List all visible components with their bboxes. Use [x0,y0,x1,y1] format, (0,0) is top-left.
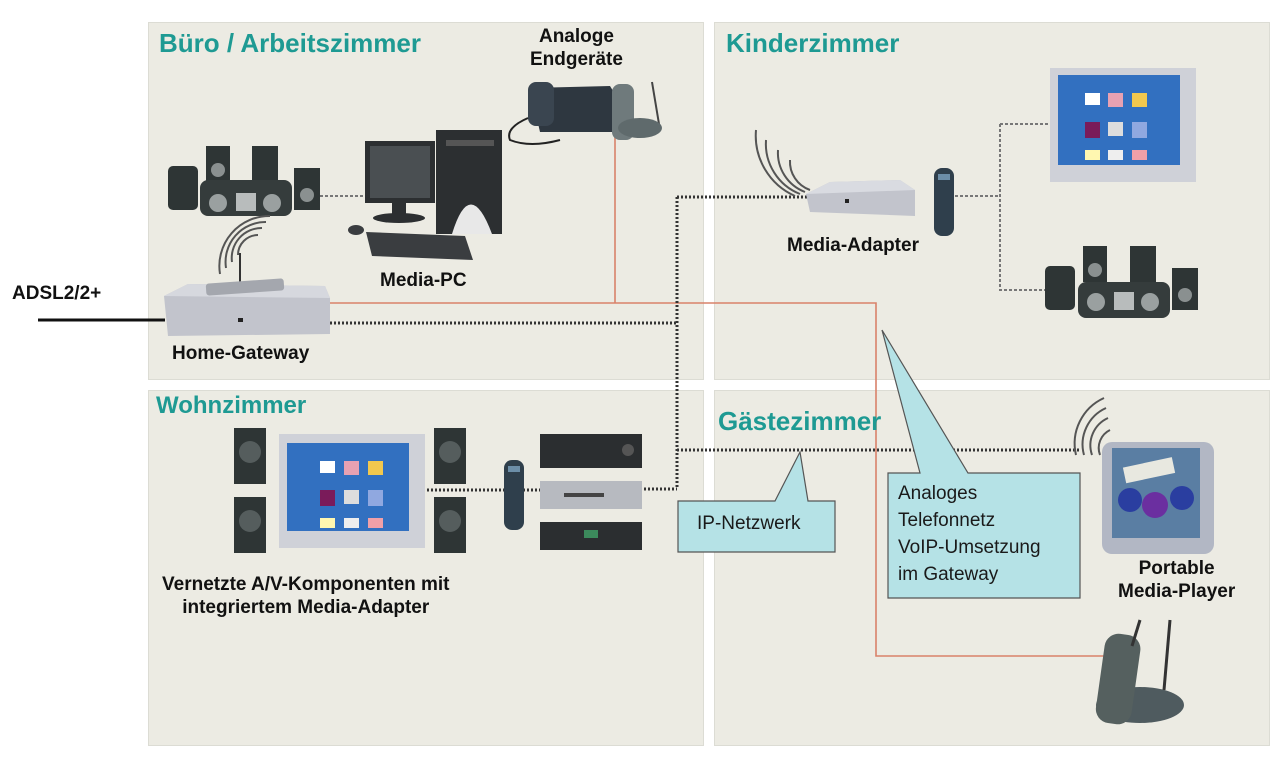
analog-phone-callout [881,329,1081,599]
home-gateway-label: Home-Gateway [172,343,310,364]
media-pc-icon [348,130,502,260]
av-components-line1: Vernetzte A/V-Komponenten mit [162,574,450,595]
portable-media-player-icon [1102,442,1214,554]
analog-phone-line1: Analoges [898,483,978,504]
portable-player-line1: Portable [1138,558,1215,579]
living-tv-icon [279,434,425,548]
player-wifi-icon [1073,397,1111,456]
portable-player-label: Portable Media-Player [1118,558,1235,604]
av-components-line2: integriertem Media-Adapter [182,596,430,618]
adsl-input-label: ADSL2/2+ [12,283,102,304]
living-remote-icon [504,460,524,530]
analog-endpoints-line1: Analoge [538,26,614,47]
ip-network-callout [677,450,836,553]
vcr-icon [540,481,642,509]
living-speaker-cones [239,441,461,532]
dvd-recorder-icon [540,522,642,550]
av-components-label: Vernetzte A/V-Komponenten mit integriert… [162,574,450,620]
analog-phone-line4: im Gateway [898,563,999,585]
analog-endpoints-line2: Endgeräte [530,48,623,70]
analog-phone-line2: Telefonnetz [898,509,996,531]
av-receiver-icon [540,434,642,468]
gateway-wifi-icon [218,214,271,285]
room-title-guest: Gästezimmer [718,406,882,436]
portable-player-line2: Media-Player [1118,580,1236,602]
local-links [320,123,1050,291]
analog-phone-line3: VoIP-Umsetzung [898,536,1041,558]
home-gateway-icon [164,278,330,336]
media-pc-label: Media-PC [380,270,467,291]
ip-network-line [330,195,1080,492]
room-title-living: Wohnzimmer [156,392,307,419]
analog-endpoints-label: Analoge Endgeräte [530,26,623,72]
analog-phone-callout-text: Analoges Telefonnetz VoIP-Umsetzung im G… [898,481,1041,589]
office-speakers-icon [168,146,320,216]
room-title-kids: Kinderzimmer [726,28,900,58]
kids-speakers-icon [1045,246,1198,318]
ip-network-callout-text: IP-Netzwerk [697,513,801,534]
media-adapter-icon [806,180,915,216]
guest-cordless-phone-icon [1095,619,1184,725]
media-adapter-wifi-icon [754,129,811,197]
kids-tv-icon [1050,68,1196,182]
phone-line [330,123,1110,657]
media-adapter-remote-icon [934,168,954,236]
analog-phones-icon [508,81,662,145]
media-adapter-label: Media-Adapter [787,235,919,256]
room-title-office: Büro / Arbeitszimmer [159,28,421,58]
